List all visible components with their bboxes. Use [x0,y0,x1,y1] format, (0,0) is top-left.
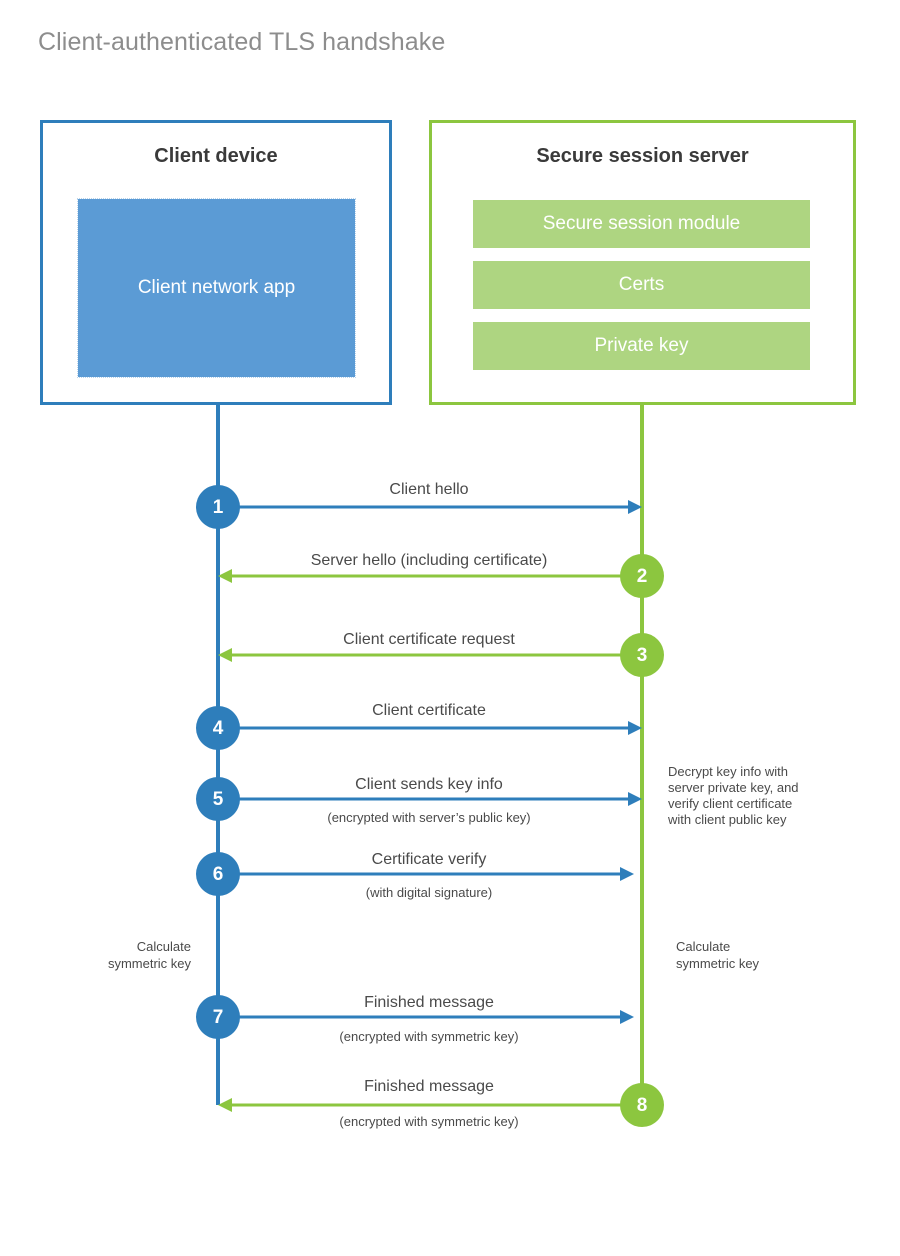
step-number-7: 7 [213,1007,224,1028]
message-label-4: Client certificate [372,702,486,719]
message-step-8: Finished message (encrypted with symmetr… [218,1078,664,1129]
step-badge-7 [196,995,240,1039]
arrowhead-right-6 [620,867,634,881]
step-badge-2 [620,554,664,598]
arrowhead-right-4 [628,721,642,735]
arrowhead-left-2 [218,569,232,583]
server-module-certs: Certs [473,261,810,309]
note-server-decrypt-line-2: server private key, and [668,780,799,795]
message-label-3: Client certificate request [343,631,515,648]
note-server-decrypt-line-1: Decrypt key info with [668,764,788,779]
message-label-6: Certificate verify [372,851,487,868]
step-badge-6 [196,852,240,896]
step-number-6: 6 [213,864,224,885]
step-number-2: 2 [637,566,648,587]
secure-session-server-title: Secure session server [536,145,749,167]
step-number-5: 5 [213,789,224,810]
note-server-decrypt-line-3: verify client certificate [668,796,792,811]
note-server-calc-line-2: symmetric key [676,956,760,971]
client-device-box: Client device Client network app [40,120,392,405]
step-badge-4 [196,706,240,750]
message-step-3: Client certificate request 3 [218,631,664,677]
note-server-calculate-symmetric-key: Calculate symmetric key [676,939,760,971]
note-client-calc-line-2: symmetric key [108,956,192,971]
message-sublabel-8: (encrypted with symmetric key) [339,1114,518,1129]
note-server-decrypt-line-4: with client public key [667,812,787,827]
step-number-4: 4 [213,718,224,739]
arrowhead-right-1 [628,500,642,514]
client-network-app-box: Client network app [77,198,356,378]
step-number-8: 8 [637,1095,648,1116]
message-label-8: Finished message [364,1078,494,1095]
arrowhead-right-5 [628,792,642,806]
step-badge-5 [196,777,240,821]
note-server-decrypt: Decrypt key info with server private key… [667,764,799,827]
arrowhead-left-8 [218,1098,232,1112]
message-step-5: Client sends key info (encrypted with se… [196,776,642,825]
server-modules-list: Secure session module Certs Private key [473,200,810,370]
message-step-2: Server hello (including certificate) 2 [218,552,664,598]
server-module-private-key: Private key [473,322,810,370]
message-label-7: Finished message [364,994,494,1011]
message-step-1: Client hello 1 [196,481,642,529]
message-step-6: Certificate verify (with digital signatu… [196,851,634,900]
note-client-calculate-symmetric-key: Calculate symmetric key [108,939,192,971]
page-title: Client-authenticated TLS handshake [38,28,446,56]
step-number-1: 1 [213,497,224,518]
note-client-calc-line-1: Calculate [137,939,191,954]
message-label-5: Client sends key info [355,776,503,793]
message-step-7: Finished message (encrypted with symmetr… [196,994,634,1044]
arrowhead-right-7 [620,1010,634,1024]
step-badge-3 [620,633,664,677]
client-device-title: Client device [154,145,278,167]
message-sublabel-5: (encrypted with server’s public key) [327,810,530,825]
secure-session-server-box: Secure session server Secure session mod… [429,120,856,405]
note-server-calc-line-1: Calculate [676,939,730,954]
message-step-4: Client certificate 4 [196,702,642,750]
message-label-2: Server hello (including certificate) [311,552,548,569]
step-number-3: 3 [637,645,648,666]
step-badge-1 [196,485,240,529]
step-badge-8 [620,1083,664,1127]
server-module-secure-session-module: Secure session module [473,200,810,248]
arrowhead-left-3 [218,648,232,662]
message-sublabel-6: (with digital signature) [366,885,492,900]
message-sublabel-7: (encrypted with symmetric key) [339,1029,518,1044]
message-label-1: Client hello [389,481,468,498]
